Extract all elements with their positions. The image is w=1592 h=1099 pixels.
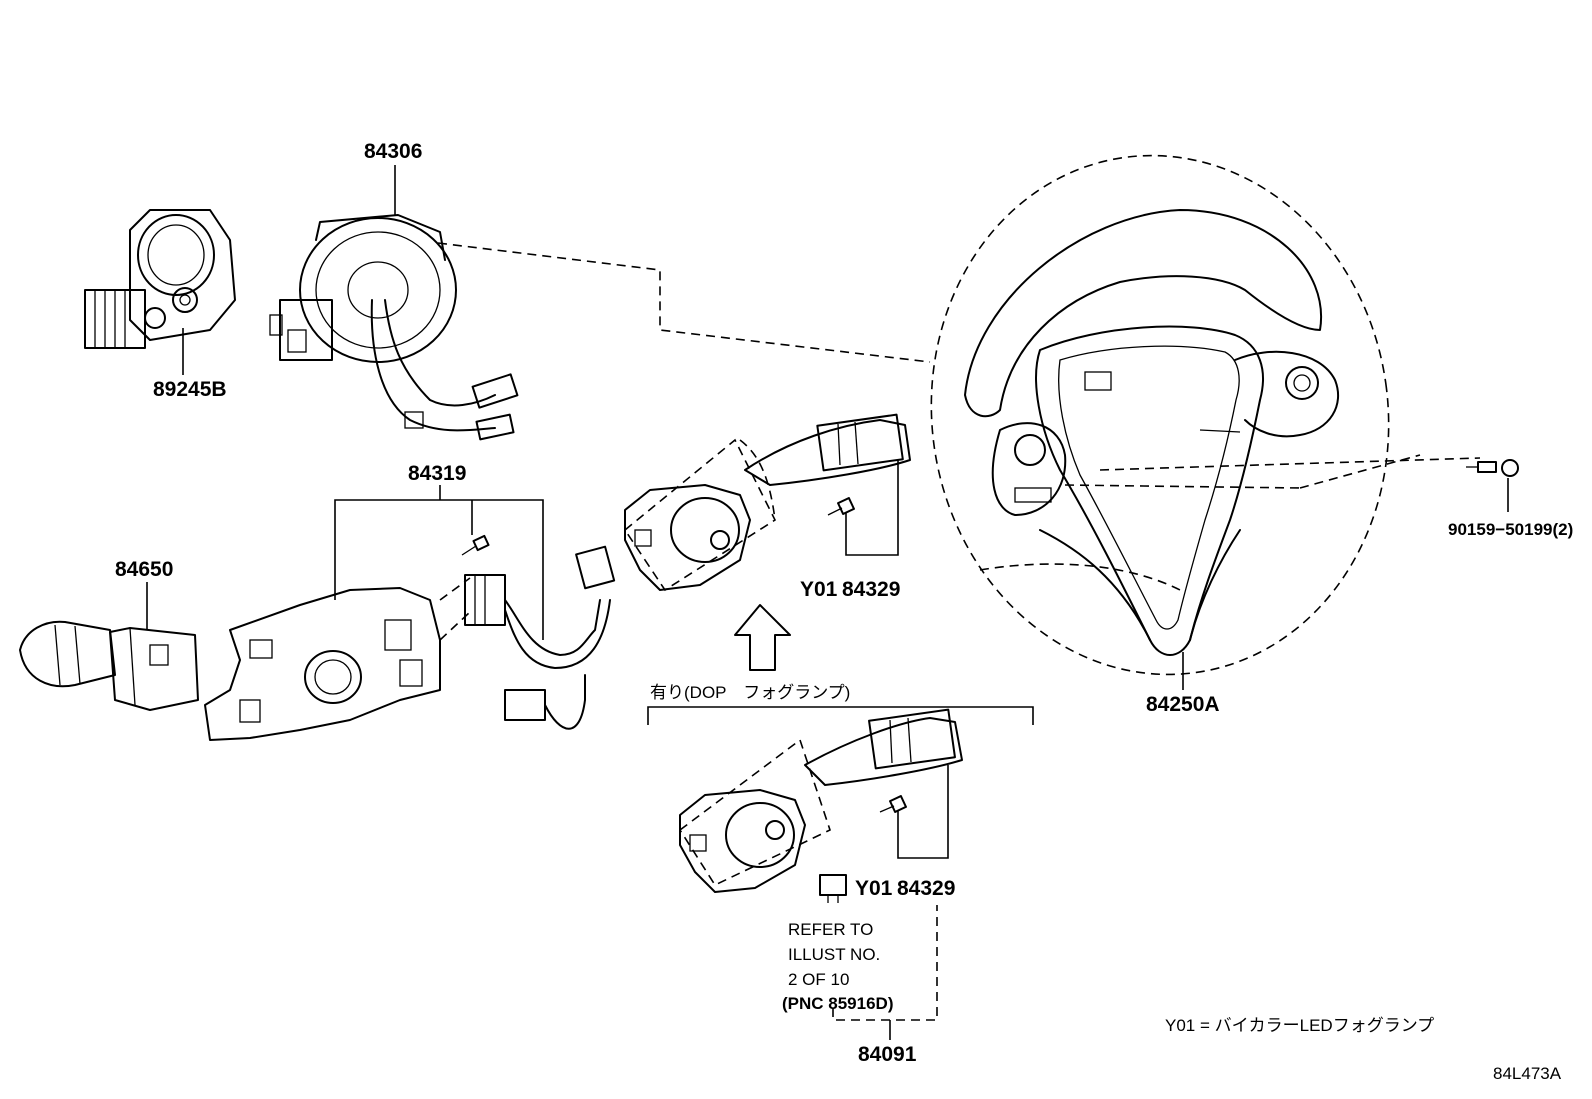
label-90159-50199: 90159−50199(2) [1448,520,1573,539]
dashed-guide-screw-c [1299,454,1421,489]
label-84306: 84306 [364,140,422,163]
dashed-guide-screw-a [1099,457,1481,471]
steering-sensor-89245b[interactable] [84,209,236,349]
steering-wheel-84250a[interactable] [898,126,1422,704]
switch-assembly-84329-lower[interactable] [678,708,963,893]
illustration-code: 84L473A [1493,1064,1562,1083]
label-y01-lower: Y01 [855,877,893,900]
option-note: 有り(DOP フォグランプ) [650,683,850,702]
refer-note-line-3: 2 OF 10 [788,970,849,989]
dashed-guide-screw-b [1064,484,1301,489]
refer-note-line-1: REFER TO [788,920,873,939]
label-84650: 84650 [115,558,173,581]
refer-note-line-2: ILLUST NO. [788,945,880,964]
spiral-cable-84306[interactable] [269,214,519,441]
refer-note-line-4: (PNC 85916D) [782,994,894,1013]
label-84329-upper: 84329 [842,578,900,601]
screw-84319[interactable] [461,534,490,556]
label-84091: 84091 [858,1043,917,1066]
leader-84319-bracket [334,499,544,640]
label-y01-upper: Y01 [800,578,838,601]
combination-switch-body-84319[interactable] [204,577,471,741]
leader-84329-upper [845,460,899,556]
switch-assembly-84329-upper[interactable] [623,413,911,592]
label-84319: 84319 [408,462,466,485]
label-84250a: 84250A [1146,693,1220,716]
screw-84329-lower[interactable] [879,795,907,813]
label-84329-lower: 84329 [897,877,955,900]
leader-84091-bracket [832,905,938,1021]
option-bracket [647,706,1034,725]
screw-84329-upper[interactable] [827,497,855,516]
relay-connector[interactable] [819,874,847,903]
direction-arrow-icon [734,604,791,671]
screw-90159-50199[interactable] [1466,459,1519,477]
dashed-guide-84306 [437,242,931,363]
harness-connector-84319[interactable] [464,545,616,730]
light-switch-84650[interactable] [19,620,199,711]
legend-y01: Y01 = バイカラーLEDフォグランプ [1165,1016,1434,1035]
label-89245b: 89245B [153,378,227,401]
leader-84329-lower [897,765,949,859]
